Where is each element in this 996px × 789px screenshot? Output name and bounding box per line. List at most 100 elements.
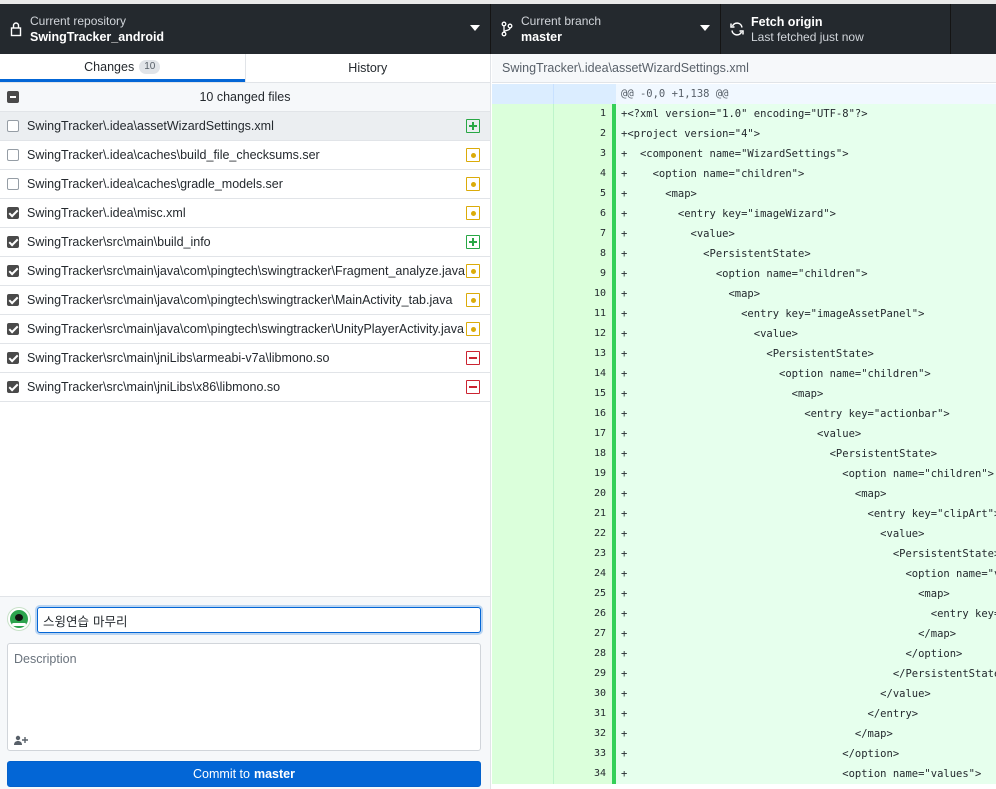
file-checkbox[interactable] [7,294,19,306]
new-line-number: 34 [554,764,616,784]
diff-line[interactable]: 25+ <map> [492,584,996,604]
diff-line[interactable]: 18+ <PersistentState> [492,444,996,464]
file-checkbox[interactable] [7,120,19,132]
diff-line-text: + <PersistentState> [616,544,996,564]
commit-description-field[interactable]: Description [7,643,481,751]
diff-line[interactable]: 4+ <option name="children"> [492,164,996,184]
new-line-number: 22 [554,524,616,544]
commit-button[interactable]: Commit to master [7,761,481,787]
new-line-number: 27 [554,624,616,644]
diff-line[interactable]: 32+ </map> [492,724,996,744]
hunk-header-text: @@ -0,0 +1,138 @@ [616,84,996,104]
diff-line[interactable]: 2+<project version="4"> [492,124,996,144]
tab-history[interactable]: History [244,54,491,82]
new-line-number: 20 [554,484,616,504]
diff-line[interactable]: 6+ <entry key="imageWizard"> [492,204,996,224]
diff-line[interactable]: 24+ <option name="values"> [492,564,996,584]
current-branch-button[interactable]: Current branch master [491,4,721,54]
file-checkbox[interactable] [7,149,19,161]
file-row[interactable]: SwingTracker\.idea\assetWizardSettings.x… [0,112,490,141]
file-row[interactable]: SwingTracker\src\main\jniLibs\x86\libmon… [0,373,490,402]
diff-line[interactable]: 22+ <value> [492,524,996,544]
file-row[interactable]: SwingTracker\src\main\java\com\pingtech\… [0,286,490,315]
tab-changes[interactable]: Changes 10 [0,54,245,82]
diff-line[interactable]: 11+ <entry key="imageAssetPanel"> [492,304,996,324]
new-line-number: 17 [554,424,616,444]
file-checkbox[interactable] [7,265,19,277]
new-line-number: 21 [554,504,616,524]
new-line-number: 4 [554,164,616,184]
diff-line[interactable]: 10+ <map> [492,284,996,304]
file-row[interactable]: SwingTracker\.idea\caches\gradle_models.… [0,170,490,199]
file-checkbox[interactable] [7,352,19,364]
old-line-gutter [492,524,554,544]
diff-line[interactable]: 7+ <value> [492,224,996,244]
diff-line[interactable]: 1+<?xml version="1.0" encoding="UTF-8"?> [492,104,996,124]
new-line-gutter [554,84,616,104]
old-line-gutter [492,184,554,204]
diff-line-text: + </map> [616,724,996,744]
diff-line[interactable]: 30+ </value> [492,684,996,704]
diff-line[interactable]: 17+ <value> [492,424,996,444]
current-repository-button[interactable]: Current repository SwingTracker_android [0,4,491,54]
diff-line-text: + <entry key="clipArt"> [616,504,996,524]
diff-line[interactable]: 15+ <map> [492,384,996,404]
toolbar: Current repository SwingTracker_android … [0,0,996,54]
tab-history-label: History [348,61,388,75]
diff-line[interactable]: 16+ <entry key="actionbar"> [492,404,996,424]
add-coauthor-icon[interactable] [14,734,28,745]
diff-line[interactable]: 31+ </entry> [492,704,996,724]
file-row[interactable]: SwingTracker\src\main\jniLibs\armeabi-v7… [0,344,490,373]
select-all-checkbox[interactable] [7,91,19,103]
diff-line-text: + </entry> [616,704,996,724]
file-path: SwingTracker\src\main\java\com\pingtech\… [27,322,464,336]
diff-line[interactable]: 23+ <PersistentState> [492,544,996,564]
diff-line[interactable]: 3+ <component name="WizardSettings"> [492,144,996,164]
chevron-down-icon [700,25,710,31]
diff-line[interactable]: 21+ <entry key="clipArt"> [492,504,996,524]
old-line-gutter [492,464,554,484]
old-line-gutter [492,204,554,224]
file-row[interactable]: SwingTracker\.idea\misc.xml [0,199,490,228]
diff-line[interactable]: 14+ <option name="children"> [492,364,996,384]
diff-line[interactable]: 26+ <entry key="color" [492,604,996,624]
commit-panel: Description Commit to master [0,596,490,789]
file-row[interactable]: SwingTracker\src\main\build_info [0,228,490,257]
diff-line-text: + <map> [616,584,996,604]
diff-line[interactable]: 27+ </map> [492,624,996,644]
old-line-gutter [492,504,554,524]
diff-line[interactable]: 12+ <value> [492,324,996,344]
file-checkbox[interactable] [7,236,19,248]
file-row[interactable]: SwingTracker\src\main\java\com\pingtech\… [0,315,490,344]
diff-line-text: + </option> [616,644,996,664]
new-line-number: 29 [554,664,616,684]
diff-line[interactable]: 29+ </PersistentState> [492,664,996,684]
diff-line-text: + <map> [616,384,996,404]
file-path: SwingTracker\src\main\jniLibs\x86\libmon… [27,380,281,394]
diff-line[interactable]: 5+ <map> [492,184,996,204]
file-row[interactable]: SwingTracker\.idea\caches\build_file_che… [0,141,490,170]
fetch-origin-button[interactable]: Fetch origin Last fetched just now [721,4,951,54]
file-checkbox[interactable] [7,178,19,190]
diff-line[interactable]: 20+ <map> [492,484,996,504]
diff-view: SwingTracker\.idea\assetWizardSettings.x… [492,54,996,789]
diff-line-text: + <option name="values"> [616,564,996,584]
file-checkbox[interactable] [7,323,19,335]
commit-summary-input[interactable] [37,607,481,633]
diff-line[interactable]: 34+ <option name="values"> [492,764,996,784]
diff-line[interactable]: 13+ <PersistentState> [492,344,996,364]
diff-line-text: +<?xml version="1.0" encoding="UTF-8"?> [616,104,996,124]
diff-line[interactable]: 8+ <PersistentState> [492,244,996,264]
changed-files-list: SwingTracker\.idea\assetWizardSettings.x… [0,112,490,402]
new-line-number: 19 [554,464,616,484]
new-line-number: 8 [554,244,616,264]
file-checkbox[interactable] [7,381,19,393]
diff-line[interactable]: 28+ </option> [492,644,996,664]
file-checkbox[interactable] [7,207,19,219]
diff-line-text: + </option> [616,744,996,764]
diff-line[interactable]: 33+ </option> [492,744,996,764]
status-removed-icon [466,351,480,365]
diff-line[interactable]: 9+ <option name="children"> [492,264,996,284]
diff-line[interactable]: 19+ <option name="children"> [492,464,996,484]
file-row[interactable]: SwingTracker\src\main\java\com\pingtech\… [0,257,490,286]
